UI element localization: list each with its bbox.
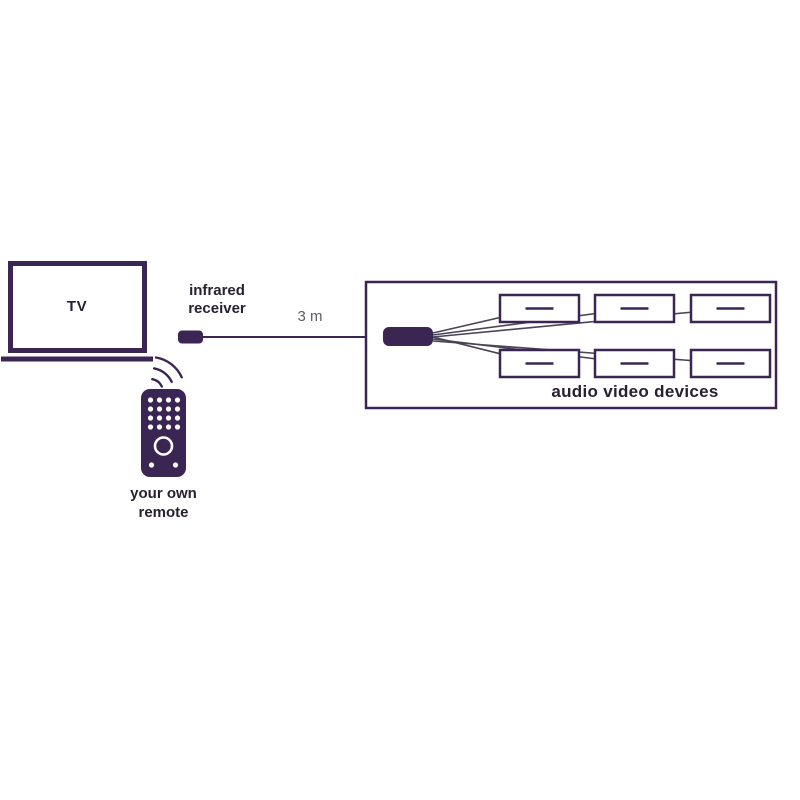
remote-ok-ring <box>153 436 174 456</box>
remote-label-line2: remote <box>138 504 189 521</box>
remote-label: your own remote <box>103 484 224 522</box>
remote-label-line1: your own <box>130 485 197 502</box>
infrared-receiver-label-line2: receiver <box>188 300 246 317</box>
ir-emitter-marks <box>525 307 745 365</box>
tv-icon <box>1 261 153 362</box>
signal-wave-arc <box>153 367 173 384</box>
signal-wave-arc <box>151 378 163 388</box>
remote-buttons <box>147 397 181 468</box>
emitter-cable-line <box>432 307 731 338</box>
emitter-cable-line <box>432 340 731 365</box>
tv-screen-outline <box>8 261 147 353</box>
remote-control-icon <box>141 389 186 477</box>
infrared-receiver-label-line1: infrared <box>189 282 245 299</box>
ir-signal-waves-icon <box>151 356 183 388</box>
signal-wave-arc <box>154 356 183 379</box>
audio-video-devices-label: audio video devices <box>551 382 719 401</box>
remote-body <box>141 389 186 477</box>
ir-transmitter-hub-icon <box>383 327 433 346</box>
cable-length-label: 3 m <box>297 308 323 325</box>
ir-receiver-icon <box>178 330 203 344</box>
tv-label: TV <box>66 298 88 315</box>
infrared-receiver-label: infrared receiver <box>160 282 274 318</box>
